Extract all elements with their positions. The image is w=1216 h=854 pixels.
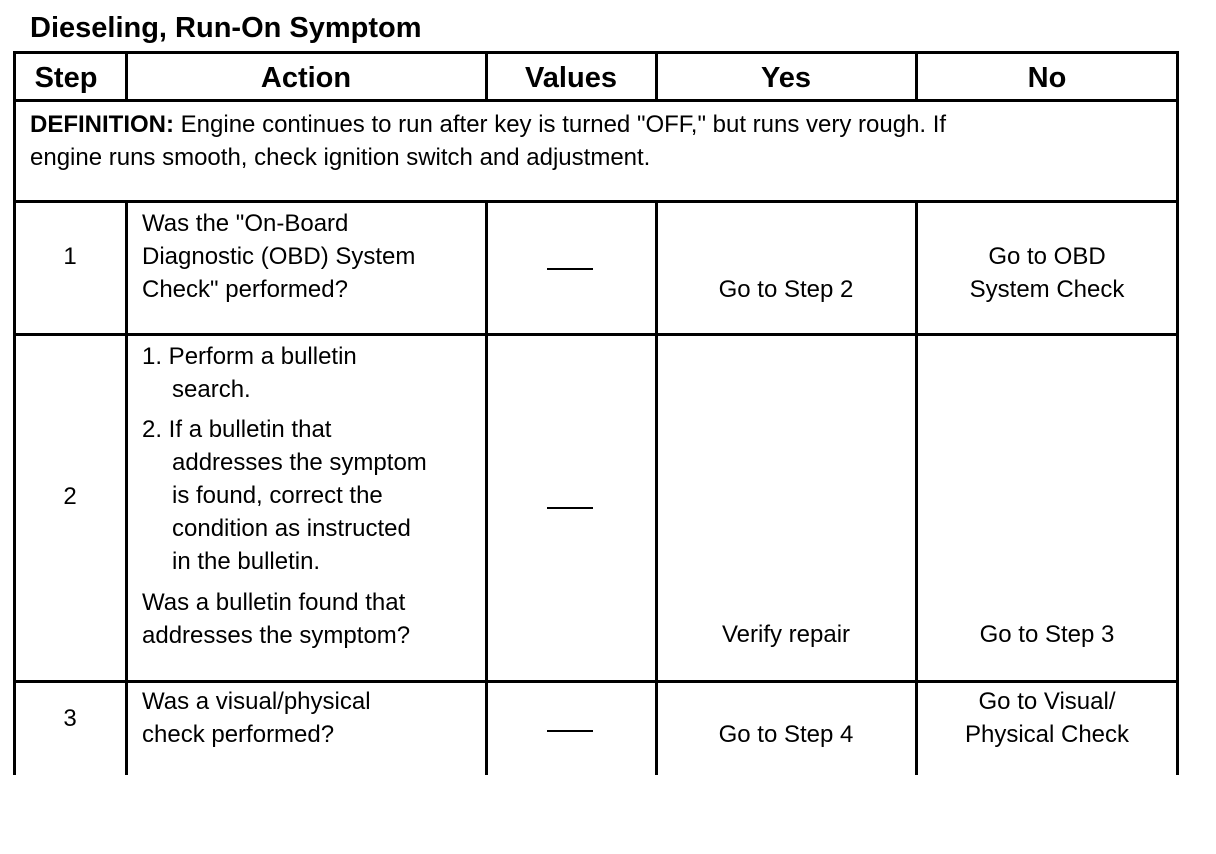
no-text: Go to Step 3 [979,621,1115,648]
column-divider [915,51,918,101]
no-text: Go to OBD [988,243,1106,270]
action-text: Check" performed? [142,276,348,303]
action-item: 1. Perform a bulletin [142,343,357,370]
definition-label: DEFINITION: [30,111,174,138]
action-text: check performed? [142,721,335,748]
column-divider [485,51,488,101]
column-divider [655,51,658,101]
action-question: Was a bulletin found that [142,589,406,616]
yes-text: Go to Step 2 [718,276,854,303]
yes-text: Verify repair [721,621,851,648]
value-dash [547,268,593,270]
definition-line-2: engine runs smooth, check ignition switc… [30,144,651,171]
action-item: search. [172,376,251,403]
action-item: addresses the symptom [172,449,427,476]
no-text: System Check [969,276,1125,303]
step-number: 2 [63,483,77,510]
row-divider [13,200,1179,203]
step-number: 1 [63,243,77,270]
table-border-right [1176,51,1179,775]
action-text: Was a visual/physical [142,688,371,715]
header-values: Values [525,62,617,94]
definition-text: Engine continues to run after key is tur… [174,111,947,138]
column-divider [915,200,918,775]
header-action: Action [260,62,352,94]
row-divider [13,680,1179,683]
action-item: in the bulletin. [172,548,321,575]
value-dash [547,507,593,509]
step-number: 3 [63,705,77,732]
row-divider [13,333,1179,336]
action-text: Diagnostic (OBD) System [142,243,416,270]
yes-text: Go to Step 4 [718,721,854,748]
action-item: condition as instructed [172,515,411,542]
column-divider [655,200,658,775]
column-divider [125,200,128,775]
column-divider [125,51,128,101]
page-title: Dieseling, Run-On Symptom [30,12,422,44]
action-question: addresses the symptom? [142,622,411,649]
header-yes: Yes [761,62,811,94]
header-no: No [1027,62,1067,94]
value-dash [547,730,593,732]
definition-line-1: DEFINITION: Engine continues to run afte… [30,108,946,141]
row-divider [13,99,1179,102]
action-text: Was the "On-Board [142,210,349,237]
header-step: Step [34,62,98,94]
no-text: Go to Visual/ [978,688,1116,715]
action-item: is found, correct the [172,482,383,509]
table-border-top [13,51,1179,54]
action-item: 2. If a bulletin that [142,416,332,443]
no-text: Physical Check [964,721,1130,748]
table-border-left [13,51,16,775]
column-divider [485,200,488,775]
